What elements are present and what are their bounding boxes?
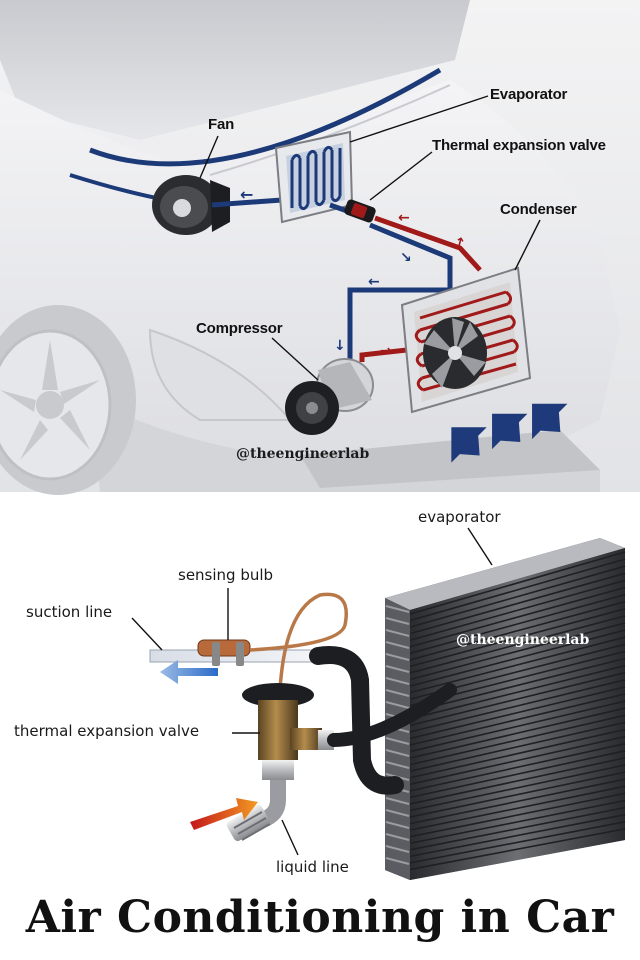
cowl-line (89, 67, 442, 167)
watermark-top: @theengineerlab (236, 446, 370, 462)
evaporator-fin (409, 586, 626, 648)
evaporator-tube-end (385, 761, 410, 769)
evaporator-fin (409, 792, 626, 838)
evaporator-fin (409, 608, 626, 668)
evaporator-fin (409, 558, 626, 622)
capillary-tube (249, 592, 348, 691)
evaporator-fin (409, 799, 626, 845)
evaporator-fin (409, 622, 626, 681)
compressor (285, 358, 374, 435)
evaporator-fin (409, 636, 626, 694)
suction-hose (309, 646, 404, 795)
label-sensing-bulb: sensing bulb (178, 566, 274, 584)
label-thermal-expansion-valve-top: Thermal expansion valve (432, 137, 606, 154)
evaporator-fin (409, 671, 626, 727)
top-leader-lines (199, 95, 541, 381)
evaporator-top (274, 130, 354, 224)
evaporator-fin (409, 593, 626, 655)
evaporator-tube-end (385, 653, 410, 661)
evaporator-fin (409, 657, 626, 714)
evaporator-fin (409, 757, 626, 805)
airflow-arrows (451, 403, 568, 463)
evaporator-tube-end (385, 797, 410, 805)
expansion-valve-body (242, 683, 457, 828)
evaporator-fin (409, 714, 626, 766)
evaporator-fin (409, 728, 626, 779)
label-evaporator-bottom: evaporator (418, 508, 501, 526)
evaporator-fin (409, 600, 626, 661)
evaporator-tube-end (385, 857, 410, 865)
flow-arrow-lp-2: ← (368, 274, 380, 290)
evaporator-fin (409, 813, 626, 858)
evaporator-fin (409, 828, 626, 871)
car-scene: ← ← ↗ ↘ ← ↓ → (0, 0, 640, 495)
evaporator-fin (409, 679, 626, 733)
label-condenser: Condenser (500, 201, 577, 218)
label-evaporator: Evaporator (490, 86, 568, 103)
expansion-valve-top (329, 199, 376, 223)
evaporator-fin (409, 693, 626, 746)
evaporator-fin (409, 629, 626, 687)
evaporator-fin (409, 707, 626, 759)
evaporator-fin (409, 565, 626, 628)
evaporator-tube-end (385, 809, 410, 817)
evaporator-fin (409, 742, 626, 792)
evaporator-tube-end (385, 737, 410, 745)
condenser (400, 266, 532, 414)
txv-scene (131, 527, 626, 880)
evaporator-tube-end (385, 749, 410, 757)
evaporator-fin (409, 735, 626, 786)
label-thermal-expansion-valve-bottom: thermal expansion valve (14, 722, 200, 740)
evaporator-fin (409, 579, 626, 641)
evaporator-fin (409, 778, 626, 825)
evaporator-tube-end (385, 821, 410, 829)
evaporator-fin (409, 750, 626, 799)
evaporator-fin (409, 686, 626, 740)
evaporator-tube-end (385, 629, 410, 637)
suction-flow-arrow (160, 660, 218, 684)
windshield (0, 0, 470, 140)
front-wheel (0, 305, 136, 495)
evaporator-fin (409, 721, 626, 772)
evaporator-tube-end (385, 677, 410, 685)
evaporator-tube-end (385, 833, 410, 841)
liquid-line-fitting (226, 804, 271, 842)
evaporator-fin (409, 785, 626, 831)
page-title: Air Conditioning in Car (25, 892, 615, 943)
evaporator-fin (409, 551, 626, 615)
flow-arrow-hp-3: → (380, 343, 392, 359)
label-fan: Fan (208, 116, 235, 133)
evaporator-tube-end (385, 641, 410, 649)
flow-arrow-hp-1: ← (398, 210, 410, 226)
evaporator-tube-end (385, 605, 410, 613)
evaporator-fin (409, 806, 626, 851)
evaporator-fin (409, 700, 626, 753)
evaporator-fin (409, 615, 626, 674)
flow-arrow-to-fan: ← (240, 185, 253, 204)
label-liquid-line: liquid line (276, 858, 349, 876)
evaporator-fin (409, 664, 626, 720)
evaporator-tube-end (385, 845, 410, 853)
evaporator-fin (409, 572, 626, 635)
evaporator-fin (409, 771, 626, 818)
label-suction-line: suction line (26, 603, 113, 621)
liquid-flow-arrow (190, 798, 258, 830)
evaporator-fin (409, 821, 626, 864)
label-compressor: Compressor (196, 320, 283, 337)
evaporator-tube-end (385, 701, 410, 709)
evaporator-tube-end (385, 617, 410, 625)
evaporator-tube-end (385, 665, 410, 673)
bottom-leader-lines (131, 527, 493, 856)
evaporator-tube-end (385, 689, 410, 697)
flow-arrow-lp-3: ↓ (334, 338, 346, 354)
watermark-bottom: @theengineerlab (456, 632, 590, 648)
flow-arrow-lp-1: ↘ (400, 250, 412, 266)
evaporator-fin (409, 764, 626, 812)
